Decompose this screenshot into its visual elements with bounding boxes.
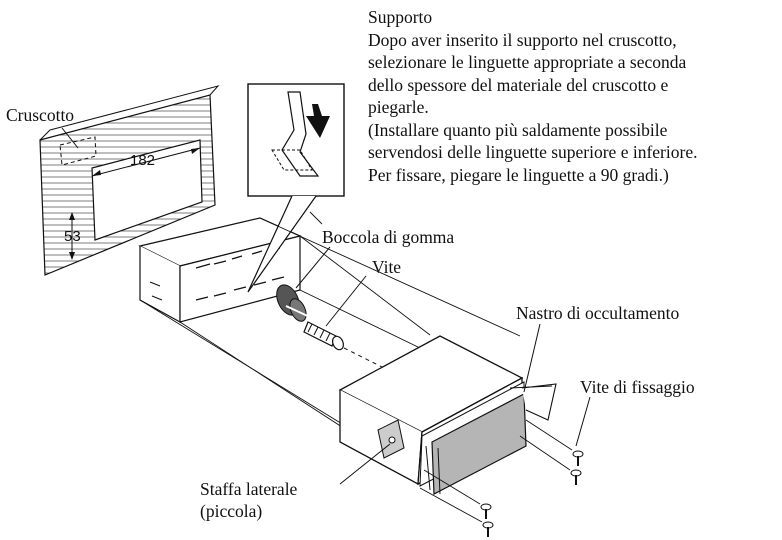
- supporto-line: servendosi delle linguette superiore e i…: [368, 142, 698, 162]
- fixing-screws: [419, 419, 584, 537]
- label-staffa-sub: (piccola): [200, 501, 263, 521]
- supporto-line: (Installare quanto più saldamente possib…: [368, 119, 668, 140]
- label-nastro: Nastro di occultamento: [516, 303, 680, 323]
- supporto-line: selezionare le linguette appropriate a s…: [368, 52, 687, 72]
- radio-unit: [338, 335, 557, 495]
- label-vite-fissaggio: Vite di fissaggio: [580, 377, 695, 397]
- supporto-title: Supporto: [368, 7, 433, 27]
- dimension-width: 182: [130, 152, 156, 169]
- label-staffa: Staffa laterale: [200, 479, 298, 499]
- supporto-line: Dopo aver inserito il supporto nel crusc…: [368, 29, 677, 50]
- label-cruscotto: Cruscotto: [6, 105, 75, 125]
- dashboard-panel: [39, 85, 220, 276]
- supporto-instructions: Supporto Dopo aver inserito il supporto …: [368, 6, 697, 186]
- dimension-height: 53: [64, 228, 81, 245]
- screw: [303, 321, 385, 369]
- supporto-line: piegarle.: [368, 97, 429, 117]
- arrow-down-icon: [306, 104, 330, 138]
- screw-icon: [572, 450, 584, 466]
- rubber-bushing: [276, 284, 313, 322]
- label-vite: Vite: [372, 257, 402, 277]
- supporto-line: Per fissare, piegare le linguette a 90 g…: [368, 164, 669, 185]
- label-boccola: Boccola di gomma: [322, 227, 455, 247]
- screw-icon: [570, 469, 582, 485]
- detail-inset: [247, 83, 345, 293]
- screw-icon: [482, 521, 494, 537]
- screw-icon: [480, 503, 492, 519]
- supporto-line: dello spessore del materiale del cruscot…: [368, 74, 669, 95]
- label-leaders: [61, 127, 591, 485]
